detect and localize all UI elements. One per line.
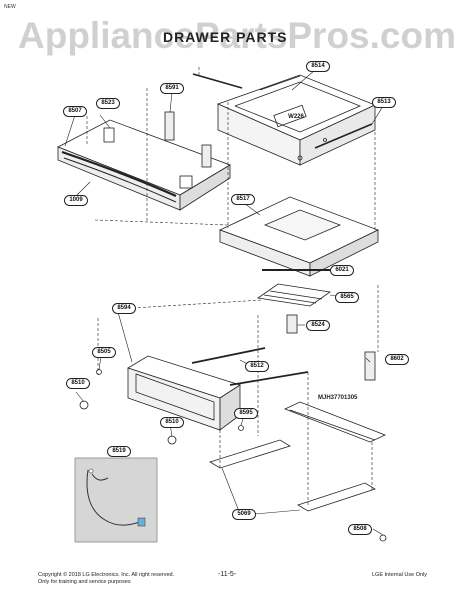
page-title: DRAWER PARTS	[163, 29, 288, 45]
callout-8510-left: 8510	[66, 378, 90, 389]
callout-8595: 8595	[234, 408, 258, 419]
internal-use-label: LGE Internal Use Only	[372, 572, 428, 578]
rail-8512-lower	[229, 371, 309, 386]
part-label-mjh37701305: MJH37701305	[318, 395, 358, 401]
callout-8517: 8517	[231, 194, 255, 205]
callout-8513: 8513	[372, 97, 396, 108]
screw-8595	[238, 425, 244, 431]
bracket-8602	[364, 351, 376, 381]
callout-w226: W226	[288, 114, 304, 120]
footer-copyright: Copyright © 2018 LG Electronics. Inc. Al…	[38, 572, 174, 586]
screw-8505	[96, 369, 102, 375]
bracket-8524	[286, 314, 298, 334]
watermark: AppliancePartsPros.com	[18, 15, 456, 56]
bracket-small	[179, 175, 193, 189]
callout-8524: 8524	[306, 320, 330, 331]
bracket-8591	[164, 111, 175, 141]
corner-tag: NEW	[4, 4, 16, 10]
callout-1009: 1009	[64, 195, 88, 206]
roller-8510-left	[79, 400, 89, 410]
page-number: -11-5-	[218, 571, 237, 578]
rail-mjh37701305	[283, 401, 387, 443]
callout-8591: 8591	[160, 83, 184, 94]
callout-8565: 8565	[335, 292, 359, 303]
callout-8514: 8514	[306, 61, 330, 72]
support-plate	[218, 196, 380, 277]
wire-harness-photo	[74, 457, 158, 543]
rail-5069	[209, 439, 376, 512]
callout-6021: 6021	[330, 265, 354, 276]
callout-8602: 8602	[385, 354, 409, 365]
lower-frame-8594	[127, 355, 241, 431]
callout-8519: 8519	[107, 446, 131, 457]
callout-8594: 8594	[112, 303, 136, 314]
rail-8512-upper	[191, 347, 266, 364]
copyright-line-2: Only for training and service purposes	[38, 579, 131, 585]
screw-8508	[379, 534, 387, 542]
callout-8508: 8508	[348, 524, 372, 535]
bracket-8523	[103, 127, 115, 143]
bracket-8591-right	[201, 144, 212, 168]
rail-8591-left	[192, 73, 243, 89]
callout-8505: 8505	[92, 347, 116, 358]
callout-5069: 5069	[232, 509, 256, 520]
callout-8512: 8512	[245, 361, 269, 372]
roller-8510-right	[167, 435, 177, 445]
rail-8513	[314, 123, 373, 149]
callout-8510-right: 8510	[160, 417, 184, 428]
drawer-tub	[216, 74, 377, 166]
copyright-line-1: Copyright © 2018 LG Electronics. Inc. Al…	[38, 572, 175, 578]
grille-8565	[256, 283, 332, 307]
callout-8507: 8507	[63, 106, 87, 117]
callout-8523: 8523	[96, 98, 120, 109]
